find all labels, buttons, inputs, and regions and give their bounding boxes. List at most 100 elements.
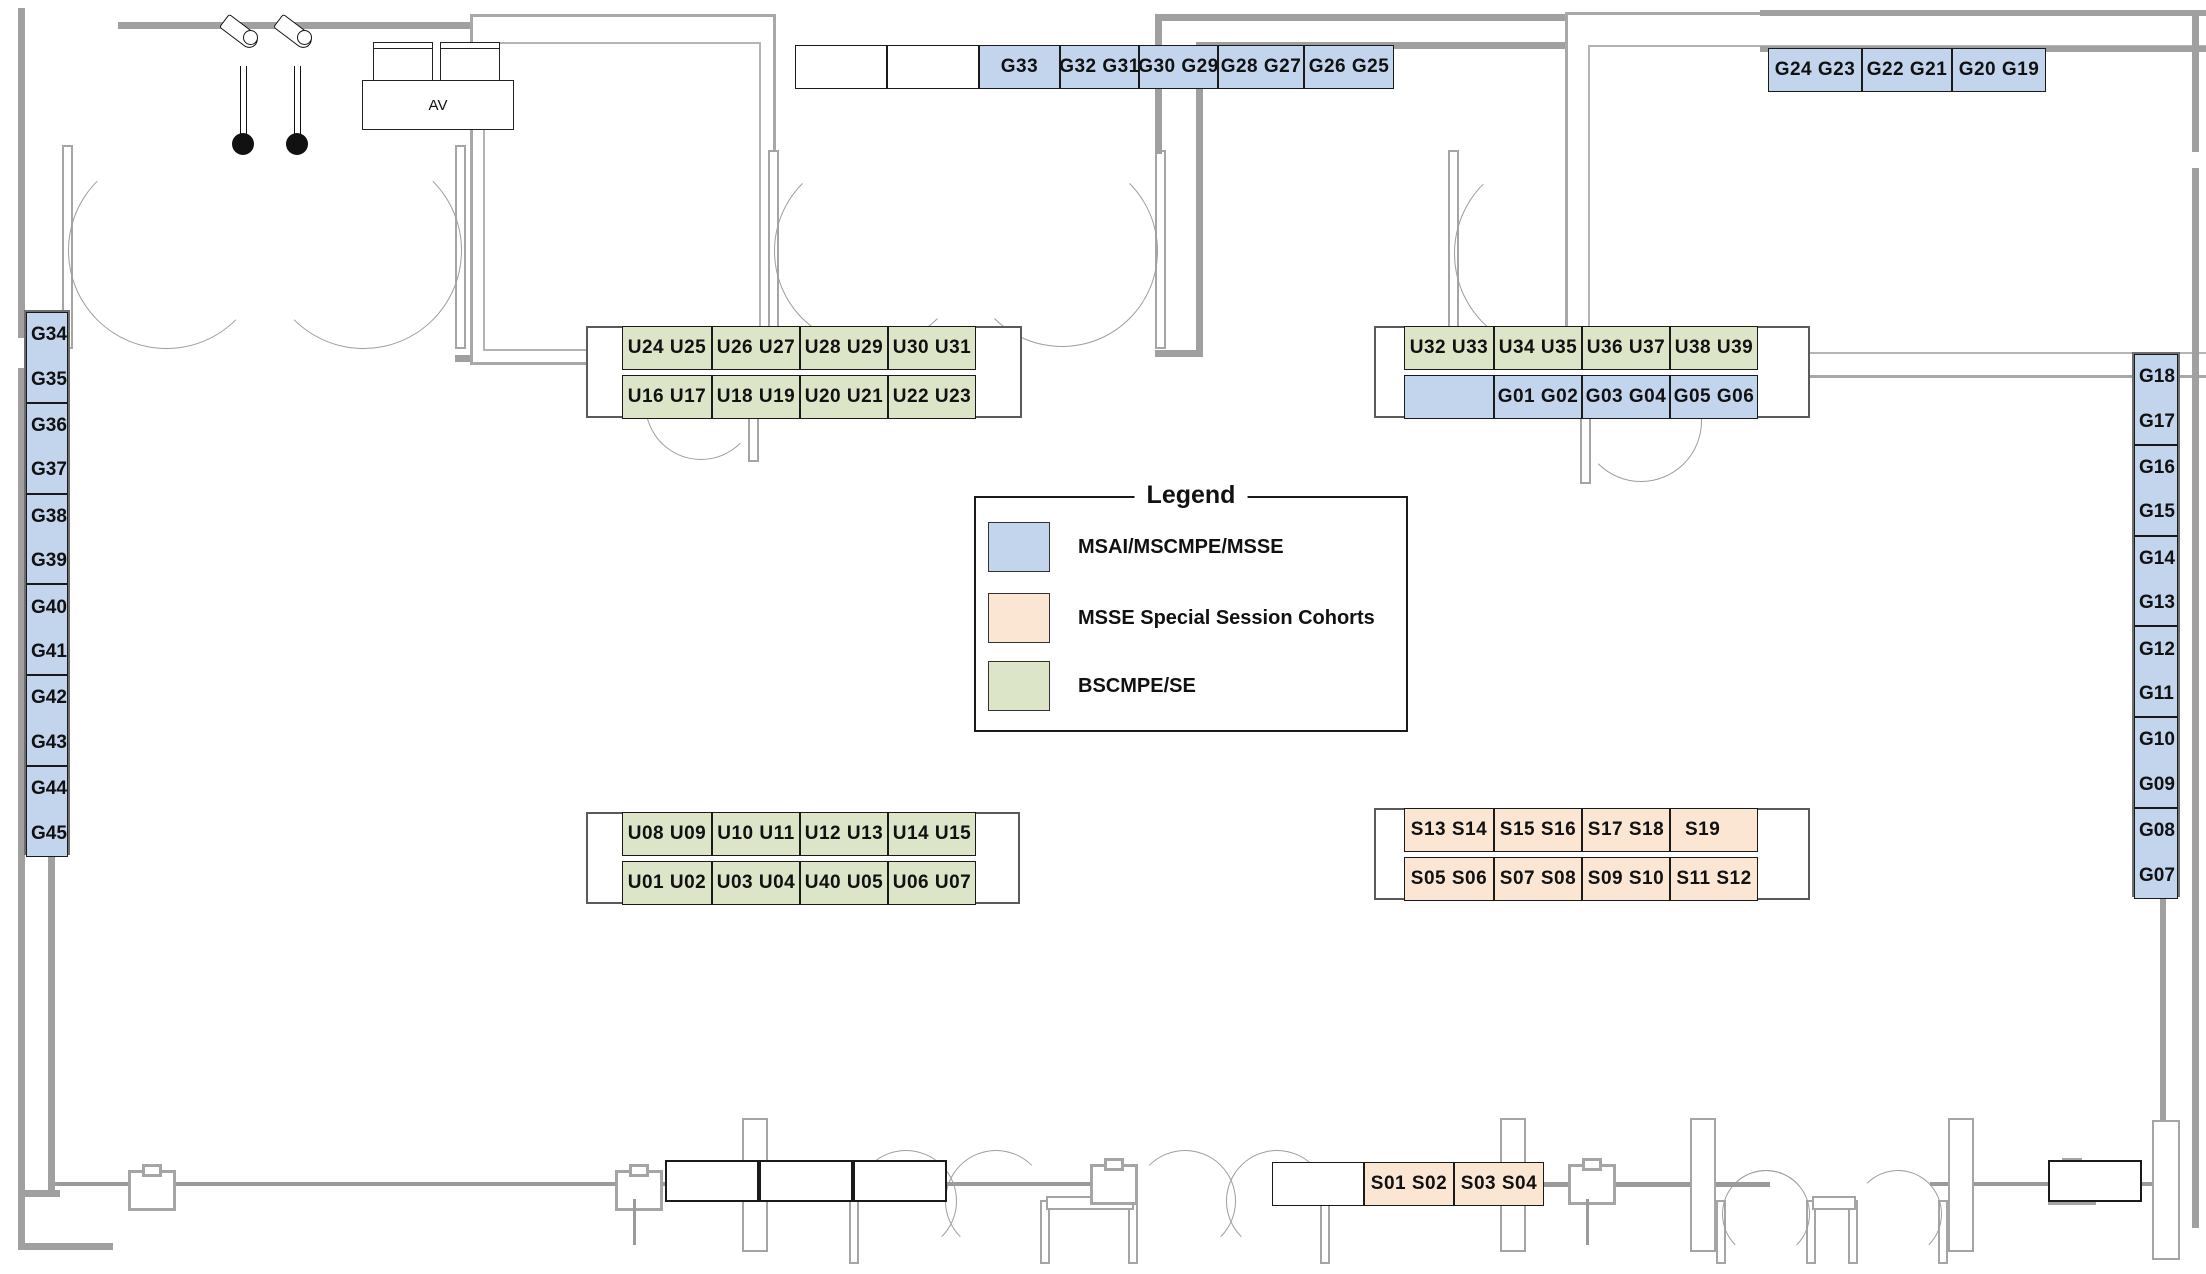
- seat-label: G18: [2139, 366, 2175, 388]
- seat-pair-g36-g37[interactable]: G36 G37: [26, 402, 68, 494]
- legend-item-msse-special[interactable]: MSSE Special Session Cohorts: [988, 593, 1375, 643]
- legend-item-bscmpe[interactable]: BSCMPE/SE: [988, 661, 1196, 711]
- door-swing-b1-c: [1134, 1150, 1236, 1252]
- seat-pair-g14-g13[interactable]: G14 G13: [2134, 535, 2178, 627]
- seat-label: G17: [2139, 410, 2175, 432]
- seat-cell-s11-s12[interactable]: S11 S12: [1670, 857, 1758, 901]
- door-leaf-b2-b: [1806, 1200, 1816, 1264]
- seat-label: G08: [2139, 820, 2175, 842]
- seat-pair-g10-g09[interactable]: G10 G09: [2134, 717, 2178, 808]
- seat-pair-g18-g17[interactable]: G18 G17: [2134, 354, 2178, 445]
- seat-label: G16: [2139, 456, 2175, 478]
- door-swing-b2-b: [1722, 1170, 1810, 1258]
- seat-pair-g38-g39[interactable]: G38 G39: [26, 493, 68, 585]
- seat-pair-g12-g11[interactable]: G12 G11: [2134, 626, 2178, 718]
- seat-cell-empty[interactable]: [1404, 375, 1494, 419]
- av-desk: AV: [362, 80, 514, 130]
- wall-topcenter-mid-down: [1196, 42, 1203, 352]
- seat-cell-u34-u35[interactable]: U34 U35: [1494, 326, 1582, 370]
- door-header-b2: [1812, 1196, 1856, 1210]
- seat-cell-s07-s08[interactable]: S07 S08: [1494, 857, 1582, 901]
- seat-pair-g16-g15[interactable]: G16 G15: [2134, 444, 2178, 536]
- seat-cell-u12-u13[interactable]: U12 U13: [800, 812, 888, 856]
- seat-cell-u36-u37[interactable]: U36 U37: [1582, 326, 1670, 370]
- seat-cell-u18-u19[interactable]: U18 U19: [712, 375, 800, 419]
- seat-cell-s13-s14[interactable]: S13 S14: [1404, 808, 1494, 852]
- seat-cell-u28-u29[interactable]: U28 U29: [800, 326, 888, 370]
- seat-cell-g03-g04[interactable]: G03 G04: [1582, 375, 1670, 419]
- seat-cell-u38-u39[interactable]: U38 U39: [1670, 326, 1758, 370]
- wall-panel-cap: [1104, 1158, 1124, 1171]
- seat-pair-g44-g45[interactable]: G44 G45: [26, 766, 68, 857]
- seating-row-u08-u15: U08 U09 U10 U11 U12 U13 U14 U15: [622, 812, 976, 856]
- wall-panel-cap: [142, 1164, 162, 1177]
- seat-cell-u03-u04[interactable]: U03 U04: [712, 861, 800, 905]
- seat-cell-s19[interactable]: S19: [1670, 808, 1758, 852]
- seat-pair-g34-g35[interactable]: G34 G35: [26, 312, 68, 403]
- seat-pair-g08-g07[interactable]: G08 G07: [2134, 808, 2178, 899]
- legend-swatch-blue: [988, 522, 1050, 572]
- wall-panel-1: [128, 1164, 176, 1211]
- door-swing-topcenter-b: [966, 155, 1158, 347]
- seat-cell-u20-u21[interactable]: U20 U21: [800, 375, 888, 419]
- seat-cell-empty[interactable]: [1272, 1162, 1364, 1206]
- seat-cell-g05-g06[interactable]: G05 G06: [1670, 375, 1758, 419]
- seat-cell-g32-g31[interactable]: G32 G31: [1059, 45, 1139, 89]
- seat-cell[interactable]: [795, 45, 887, 89]
- seat-label: G44: [31, 778, 67, 800]
- seat-cell-u10-u11[interactable]: U10 U11: [712, 812, 800, 856]
- wall-panel-4: [1568, 1158, 1616, 1205]
- seat-label: G34: [31, 324, 67, 346]
- seat-cell-g28-g27[interactable]: G28 G27: [1218, 45, 1304, 89]
- seat-cell-g30-g29[interactable]: G30 G29: [1138, 45, 1218, 89]
- seat-pair-g40-g41[interactable]: G40 G41: [26, 584, 68, 676]
- seat-pair-g42-g43[interactable]: G42 G43: [26, 675, 68, 766]
- door-swing-b2-c: [1854, 1170, 1942, 1258]
- microphone-stand-2: [272, 13, 326, 160]
- wall-right-edge: [2192, 168, 2199, 1228]
- seat-label: G36: [31, 414, 67, 436]
- seat-cell[interactable]: [887, 45, 979, 89]
- seat-cell-g22-g21[interactable]: G22 G21: [1862, 48, 1952, 92]
- seat-cell-u30-u31[interactable]: U30 U31: [888, 326, 976, 370]
- seat-cell-s05-s06[interactable]: S05 S06: [1404, 857, 1494, 901]
- wall-bottom-main-2: [915, 1182, 1125, 1186]
- door-swing-room-topright: [1580, 360, 1702, 482]
- seat-cell-u24-u25[interactable]: U24 U25: [622, 326, 712, 370]
- seat-cell-g26-g25[interactable]: G26 G25: [1304, 45, 1394, 89]
- seat-cell-u06-u07[interactable]: U06 U07: [888, 861, 976, 905]
- seat-cell-g24-g23[interactable]: G24 G23: [1768, 48, 1862, 92]
- seat-cell-u16-u17[interactable]: U16 U17: [622, 375, 712, 419]
- wall-panel-2: [615, 1164, 663, 1211]
- seat-cell-u01-u02[interactable]: U01 U02: [622, 861, 712, 905]
- seat-cell-s03-s04[interactable]: S03 S04: [1454, 1162, 1544, 1206]
- seat-cell-u40-u05[interactable]: U40 U05: [800, 861, 888, 905]
- seat-cell-s17-s18[interactable]: S17 S18: [1582, 808, 1670, 852]
- microphone-pole: [240, 66, 247, 138]
- seat-cell-u26-u27[interactable]: U26 U27: [712, 326, 800, 370]
- table-bottom-right: [2048, 1160, 2142, 1202]
- seat-cell-g01-g02[interactable]: G01 G02: [1494, 375, 1582, 419]
- legend-item-msai[interactable]: MSAI/MSCMPE/MSSE: [988, 522, 1284, 572]
- wall-left-bottom-jog: [18, 1190, 60, 1197]
- seating-row-s13-s19: S13 S14 S15 S16 S17 S18 S19: [1404, 808, 1758, 852]
- seat-cell-g33[interactable]: G33: [979, 45, 1060, 89]
- seat-cell-g20-g19[interactable]: G20 G19: [1952, 48, 2046, 92]
- wall-right-upper: [2192, 12, 2199, 152]
- door-mullion-bottom-right-end: [2152, 1120, 2180, 1260]
- seat-cell-u14-u15[interactable]: U14 U15: [888, 812, 976, 856]
- door-swing-b1-b: [945, 1150, 1047, 1252]
- av-chair-right: [440, 42, 500, 86]
- seat-label: G10: [2139, 729, 2175, 751]
- seat-cell-s01-s02[interactable]: S01 S02: [1364, 1162, 1454, 1206]
- seat-cell-s15-s16[interactable]: S15 S16: [1494, 808, 1582, 852]
- seating-row-u16-u23: U16 U17 U18 U19 U20 U21 U22 U23: [622, 375, 976, 419]
- seat-cell-u08-u09[interactable]: U08 U09: [622, 812, 712, 856]
- wall-panel-3: [1090, 1158, 1138, 1205]
- seat-cell-u22-u23[interactable]: U22 U23: [888, 375, 976, 419]
- av-chair-left: [373, 42, 433, 86]
- room-top-center-left-inner: [483, 42, 761, 351]
- seating-row-top-center: G33 G32 G31 G30 G29 G28 G27 G26 G25: [795, 45, 1394, 89]
- seat-cell-s09-s10[interactable]: S09 S10: [1582, 857, 1670, 901]
- seat-cell-u32-u33[interactable]: U32 U33: [1404, 326, 1494, 370]
